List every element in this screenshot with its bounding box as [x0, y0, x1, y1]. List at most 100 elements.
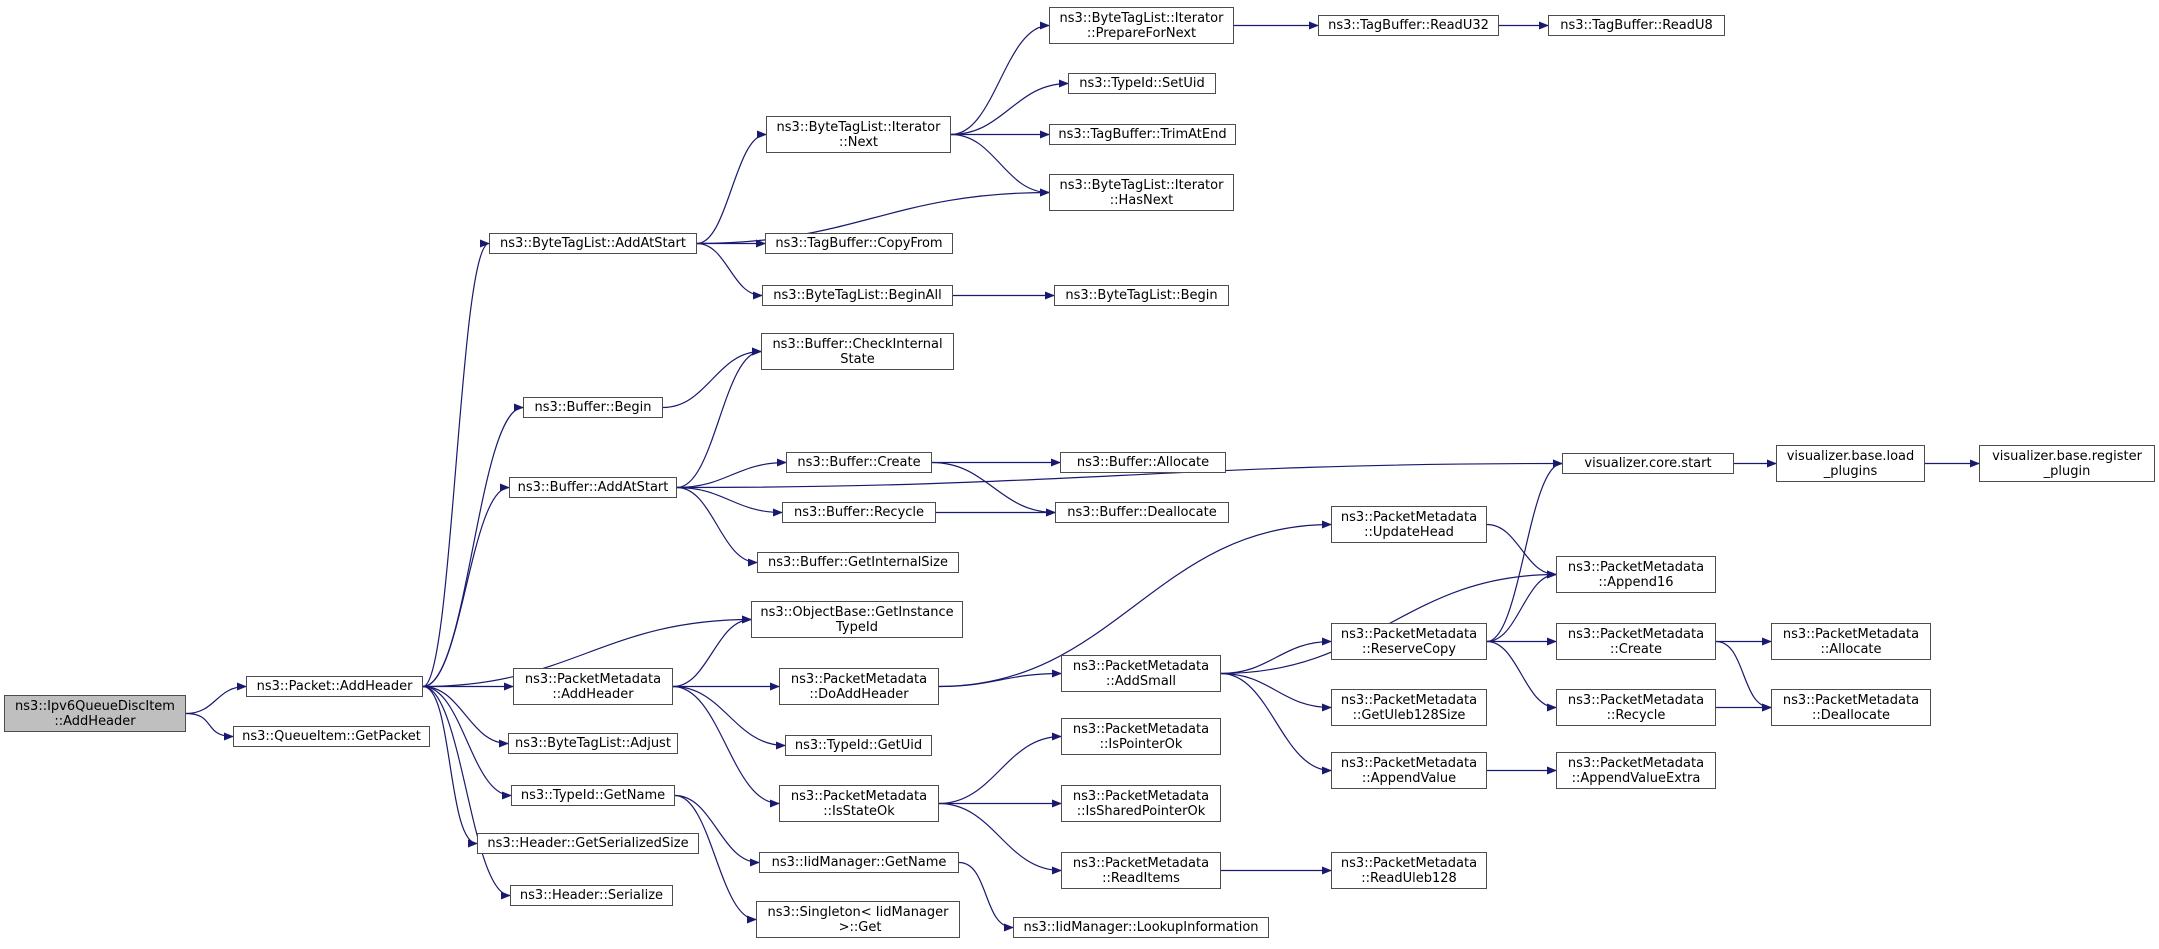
- node-tid-getuid[interactable]: ns3::TypeId::GetUid: [785, 735, 932, 756]
- node-buf-addatstart[interactable]: ns3::Buffer::AddAtStart: [509, 477, 677, 498]
- node-label-line: ns3::Buffer::GetInternalSize: [768, 555, 948, 570]
- node-buf-begin[interactable]: ns3::Buffer::Begin: [523, 397, 663, 418]
- node-label-line: ns3::PacketMetadata: [1567, 755, 1705, 771]
- node-btl-addatstart[interactable]: ns3::ByteTagList::AddAtStart: [489, 233, 697, 254]
- edge-buf-begin-to-buf-checkinternalstate: [662, 347, 762, 409]
- node-label-line: ::AppendValueExtra: [1571, 770, 1701, 786]
- node-label-line: ns3::Buffer::CheckInternal: [772, 336, 943, 352]
- edge-pm-reservecopy-to-vis-core-start: [1486, 459, 1563, 643]
- node-tb-trimatend[interactable]: ns3::TagBuffer::TrimAtEnd: [1049, 124, 1236, 145]
- edge-pkt-addheader-to-btl-adjust: [422, 685, 509, 748]
- node-tb-copyfrom[interactable]: ns3::TagBuffer::CopyFrom: [765, 233, 953, 254]
- node-tid-getname[interactable]: ns3::TypeId::GetName: [511, 785, 675, 806]
- node-tid-setuid[interactable]: ns3::TypeId::SetUid: [1068, 73, 1216, 94]
- node-label-line: ns3::PacketMetadata: [790, 671, 928, 687]
- node-buf-getinternalsize[interactable]: ns3::Buffer::GetInternalSize: [757, 552, 959, 573]
- node-btli-preparefornext[interactable]: ns3::ByteTagList::Iterator::PrepareForNe…: [1049, 7, 1234, 44]
- edge-pm-reservecopy-to-pm-append16: [1486, 570, 1557, 643]
- node-label-line: ::Allocate: [1820, 641, 1882, 657]
- node-pkt-addheader[interactable]: ns3::Packet::AddHeader: [246, 676, 423, 697]
- node-buf-recycle[interactable]: ns3::Buffer::Recycle: [782, 502, 936, 523]
- node-pm-readuleb128[interactable]: ns3::PacketMetadata::ReadUleb128: [1331, 852, 1487, 889]
- edge-buf-addatstart-to-buf-create: [676, 458, 787, 489]
- node-pm-append16[interactable]: ns3::PacketMetadata::Append16: [1556, 556, 1716, 593]
- node-label-line: visualizer.base.register: [1992, 448, 2142, 464]
- node-iid-lookupinformation[interactable]: ns3::IidManager::LookupInformation: [1013, 917, 1269, 938]
- node-vis-base-register-plugin[interactable]: visualizer.base.register_plugin: [1979, 445, 2155, 482]
- node-label-line: ::ReadUleb128: [1361, 870, 1457, 886]
- node-label-line: ns3::Buffer::Begin: [534, 400, 652, 415]
- edge-btli-next-to-tid-setuid: [950, 79, 1069, 136]
- node-vis-core-start[interactable]: visualizer.core.start: [1562, 453, 1734, 474]
- node-btl-adjust[interactable]: ns3::ByteTagList::Adjust: [508, 733, 678, 754]
- edge-buf-create-to-buf-deallocate: [931, 461, 1056, 517]
- node-pm-getuleb128size[interactable]: ns3::PacketMetadata::GetUleb128Size: [1331, 689, 1487, 726]
- node-pm-readitems[interactable]: ns3::PacketMetadata::ReadItems: [1061, 852, 1221, 889]
- edge-pm-doaddheader-to-pm-updatehead: [938, 520, 1332, 688]
- node-label-line: ns3::PacketMetadata: [1072, 788, 1210, 804]
- node-label-line: _plugins: [1823, 463, 1878, 479]
- node-label-line: ns3::PacketMetadata: [524, 671, 662, 687]
- node-pm-deallocate[interactable]: ns3::PacketMetadata::Deallocate: [1771, 689, 1931, 726]
- node-pm-issharedpointerok[interactable]: ns3::PacketMetadata::IsSharedPointerOk: [1061, 785, 1221, 822]
- node-label-line: ns3::PacketMetadata: [1072, 721, 1210, 737]
- node-pm-addheader[interactable]: ns3::PacketMetadata::AddHeader: [513, 668, 673, 705]
- node-tb-readu32[interactable]: ns3::TagBuffer::ReadU32: [1318, 15, 1499, 36]
- node-pm-isstateok[interactable]: ns3::PacketMetadata::IsStateOk: [779, 785, 939, 822]
- node-pm-create[interactable]: ns3::PacketMetadata::Create: [1556, 623, 1716, 660]
- edge-pm-isstateok-to-pm-ispointerok: [938, 732, 1062, 805]
- node-label-line: ::Deallocate: [1811, 707, 1891, 723]
- edge-pm-addsmall-to-pm-reservecopy: [1220, 637, 1332, 675]
- node-pm-reservecopy[interactable]: ns3::PacketMetadata::ReserveCopy: [1331, 623, 1487, 660]
- node-pm-addsmall[interactable]: ns3::PacketMetadata::AddSmall: [1061, 655, 1221, 692]
- node-pm-ispointerok[interactable]: ns3::PacketMetadata::IsPointerOk: [1061, 718, 1221, 755]
- edge-root-to-qi-getpacket: [185, 712, 234, 741]
- node-label-line: ns3::PacketMetadata: [1567, 559, 1705, 575]
- node-btli-hasnext[interactable]: ns3::ByteTagList::Iterator::HasNext: [1049, 174, 1234, 211]
- node-iid-getname[interactable]: ns3::IidManager::GetName: [759, 852, 959, 873]
- node-label-line: ns3::Buffer::Allocate: [1076, 455, 1210, 470]
- node-singleton-get[interactable]: ns3::Singleton< IidManager >::Get: [756, 901, 960, 938]
- node-label-line: ns3::PacketMetadata: [1567, 626, 1705, 642]
- node-btl-begin[interactable]: ns3::ByteTagList::Begin: [1054, 285, 1229, 306]
- edge-pkt-addheader-to-hdr-getserializedsize: [422, 685, 478, 848]
- node-label-line: ns3::PacketMetadata: [1782, 692, 1920, 708]
- node-pm-doaddheader[interactable]: ns3::PacketMetadata::DoAddHeader: [779, 668, 939, 705]
- node-label-line: TypeId: [836, 619, 878, 635]
- node-pm-appendvalue[interactable]: ns3::PacketMetadata::AppendValue: [1331, 752, 1487, 789]
- node-buf-deallocate[interactable]: ns3::Buffer::Deallocate: [1055, 502, 1229, 523]
- node-vis-base-load-plugins[interactable]: visualizer.base.load_plugins: [1776, 445, 1925, 482]
- node-hdr-serialize[interactable]: ns3::Header::Serialize: [510, 885, 673, 906]
- node-root[interactable]: ns3::Ipv6QueueDiscItem::AddHeader: [4, 695, 186, 732]
- node-label-line: ::GetUleb128Size: [1352, 707, 1466, 723]
- node-label-line: ns3::PacketMetadata: [1340, 755, 1478, 771]
- node-pm-recycle[interactable]: ns3::PacketMetadata::Recycle: [1556, 689, 1716, 726]
- node-label-line: ns3::Header::Serialize: [519, 888, 664, 903]
- node-btl-beginall[interactable]: ns3::ByteTagList::BeginAll: [762, 285, 953, 306]
- node-label-line: ::ReserveCopy: [1362, 641, 1456, 657]
- node-pm-updatehead[interactable]: ns3::PacketMetadata::UpdateHead: [1331, 506, 1487, 543]
- node-label-line: ::DoAddHeader: [809, 686, 909, 702]
- node-buf-allocate[interactable]: ns3::Buffer::Allocate: [1060, 452, 1226, 473]
- node-qi-getpacket[interactable]: ns3::QueueItem::GetPacket: [233, 726, 430, 747]
- node-buf-create[interactable]: ns3::Buffer::Create: [786, 452, 932, 473]
- node-btli-next[interactable]: ns3::ByteTagList::Iterator::Next: [766, 116, 951, 153]
- node-label-line: ::Create: [1610, 641, 1662, 657]
- node-label-line: ::Recycle: [1606, 707, 1666, 723]
- edge-buf-addatstart-to-buf-getinternalsize: [676, 486, 758, 567]
- node-pm-appendvalueextra[interactable]: ns3::PacketMetadata::AppendValueExtra: [1556, 752, 1716, 789]
- node-label-line: ns3::Buffer::Create: [797, 455, 921, 470]
- node-label-line: ns3::PacketMetadata: [1567, 692, 1705, 708]
- node-hdr-getserializedsize[interactable]: ns3::Header::GetSerializedSize: [477, 833, 699, 854]
- node-tb-readu8[interactable]: ns3::TagBuffer::ReadU8: [1548, 15, 1725, 36]
- node-label-line: ns3::PacketMetadata: [1340, 692, 1478, 708]
- edge-root-to-pkt-addheader: [185, 682, 247, 715]
- node-pm-allocate[interactable]: ns3::PacketMetadata::Allocate: [1771, 623, 1931, 660]
- node-label-line: ns3::ByteTagList::BeginAll: [773, 288, 942, 303]
- edge-btl-addatstart-to-btl-beginall: [696, 242, 763, 300]
- node-label-line: ns3::ByteTagList::Begin: [1065, 288, 1218, 303]
- edge-tid-getname-to-singleton-get: [674, 794, 757, 924]
- node-label-line: ns3::TagBuffer::ReadU8: [1560, 18, 1713, 33]
